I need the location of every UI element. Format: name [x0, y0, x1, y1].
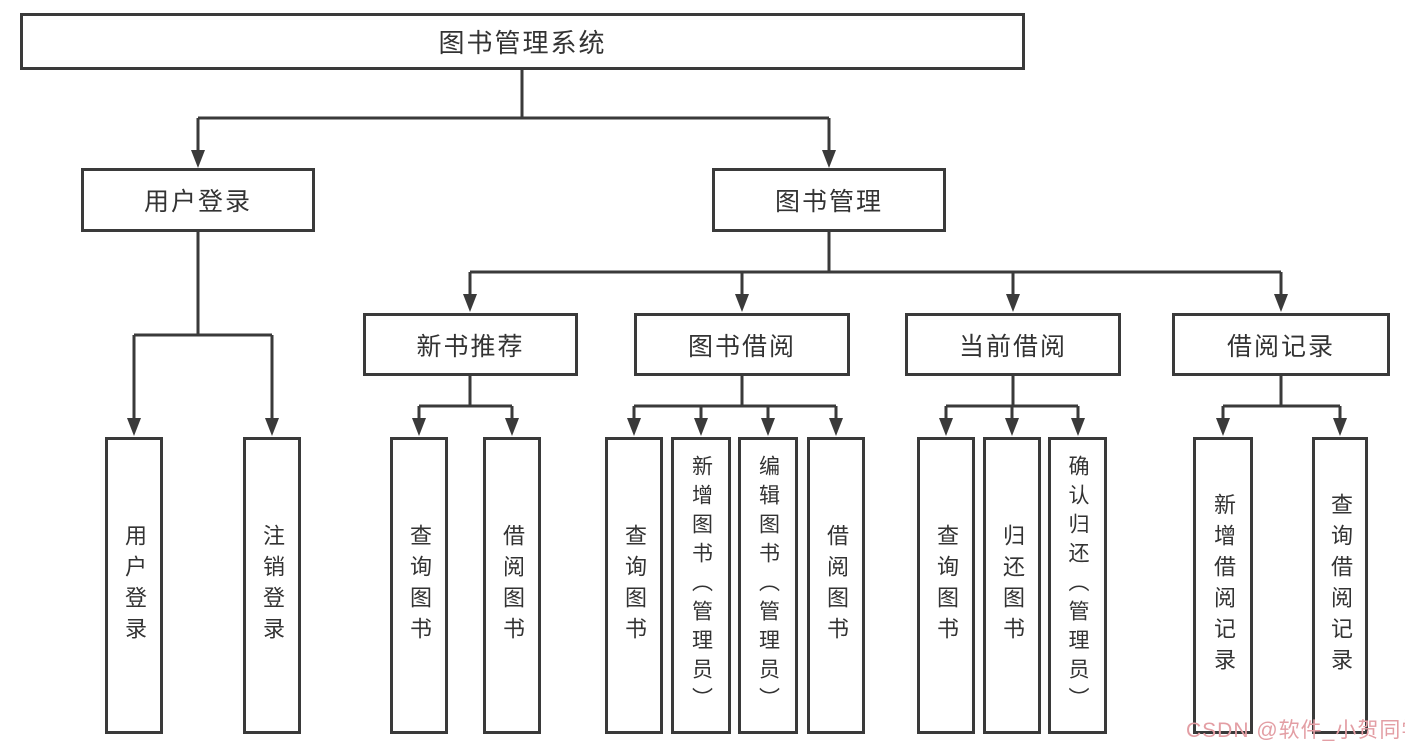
node-user-login: 用户登录 — [81, 168, 315, 232]
watermark: CSDN @软件_小贺同学 — [1186, 719, 1405, 742]
leaf-label: 注销登录 — [260, 523, 285, 648]
leaf-edit-books-admin: 编辑图书（管理员） — [738, 437, 798, 734]
node-current-borrow: 当前借阅 — [905, 313, 1121, 376]
leaf-label: 归还图书 — [1000, 523, 1025, 648]
node-new-books: 新书推荐 — [363, 313, 578, 376]
leaf-query-borrow-record: 查询借阅记录 — [1312, 437, 1368, 734]
node-borrow-records: 借阅记录 — [1172, 313, 1390, 376]
leaf-borrow-books-2: 借阅图书 — [807, 437, 865, 734]
leaf-label: 用户登录 — [122, 523, 147, 648]
leaf-borrow-books-1: 借阅图书 — [483, 437, 541, 734]
leaf-label: 查询图书 — [407, 523, 432, 648]
leaf-label: 新增图书（管理员） — [689, 455, 713, 716]
leaf-label: 查询图书 — [934, 523, 959, 648]
leaf-label: 新增借阅记录 — [1211, 492, 1236, 679]
leaf-label: 查询图书 — [622, 523, 647, 648]
leaf-confirm-return-admin: 确认归还（管理员） — [1048, 437, 1107, 734]
node-book-borrow: 图书借阅 — [634, 313, 850, 376]
node-root: 图书管理系统 — [20, 13, 1025, 70]
leaf-label: 确认归还（管理员） — [1066, 455, 1089, 716]
leaf-query-books-1: 查询图书 — [390, 437, 448, 734]
leaf-query-books-2: 查询图书 — [605, 437, 663, 734]
leaf-label: 编辑图书（管理员） — [756, 455, 780, 716]
leaf-add-books-admin: 新增图书（管理员） — [671, 437, 731, 734]
leaf-user-login: 用户登录 — [105, 437, 163, 734]
arrowhead-icons — [127, 150, 1347, 436]
leaf-label: 借阅图书 — [500, 523, 525, 648]
leaf-label: 查询借阅记录 — [1328, 492, 1353, 679]
leaf-logout: 注销登录 — [243, 437, 301, 734]
node-book-mgmt: 图书管理 — [712, 168, 946, 232]
leaf-query-books-3: 查询图书 — [917, 437, 975, 734]
leaf-label: 借阅图书 — [824, 523, 849, 648]
leaf-add-borrow-record: 新增借阅记录 — [1193, 437, 1253, 734]
leaf-return-books: 归还图书 — [983, 437, 1041, 734]
